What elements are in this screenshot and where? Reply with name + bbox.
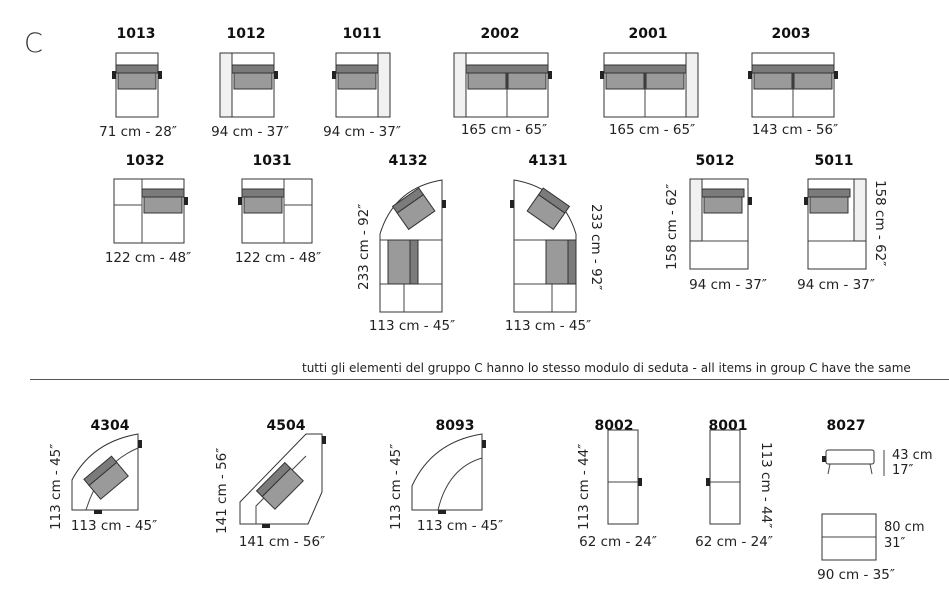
item-code-4132: 4132 xyxy=(388,153,428,169)
item-width-8093: 113 cm - 45″ xyxy=(416,518,504,534)
item-width-2003: 143 cm - 56″ xyxy=(751,122,839,138)
module-1011-drawing xyxy=(332,52,391,118)
item-depth-cm-8027: 80 cm xyxy=(884,520,925,535)
item-code-4304: 4304 xyxy=(90,418,130,434)
group-letter: C xyxy=(24,28,43,59)
module-4304-drawing xyxy=(71,433,142,514)
item-code-2003: 2003 xyxy=(771,26,811,42)
item-width-4304: 113 cm - 45″ xyxy=(70,518,158,534)
item-width-5012: 94 cm - 37″ xyxy=(689,277,767,293)
item-width-2002: 165 cm - 65″ xyxy=(460,122,548,138)
item-width-8002: 62 cm - 24″ xyxy=(579,534,657,550)
item-code-1011: 1011 xyxy=(342,26,382,42)
item-depth-8002: 113 cm - 44″ xyxy=(576,443,592,530)
item-width-2001: 165 cm - 65″ xyxy=(608,122,696,138)
item-height-in-8027: 17″ xyxy=(892,463,914,478)
module-4504-drawing xyxy=(239,433,326,528)
item-code-4131: 4131 xyxy=(528,153,568,169)
module-5012-drawing xyxy=(689,178,752,270)
divider xyxy=(30,379,949,380)
item-depth-4504: 141 cm - 56″ xyxy=(214,447,230,534)
module-1012-drawing xyxy=(219,52,278,118)
module-8027-side-drawing xyxy=(822,449,875,475)
item-depth-in-8027: 31″ xyxy=(884,536,906,551)
module-2003-drawing xyxy=(748,52,838,118)
item-code-1013: 1013 xyxy=(116,26,156,42)
item-depth-5012: 158 cm - 62″ xyxy=(664,183,680,270)
module-4131-drawing xyxy=(510,179,577,313)
item-code-2001: 2001 xyxy=(628,26,668,42)
module-5011-drawing xyxy=(804,178,867,270)
item-code-1012: 1012 xyxy=(226,26,266,42)
module-8027-top-drawing xyxy=(821,513,877,561)
module-8093-drawing xyxy=(411,433,486,514)
item-code-1032: 1032 xyxy=(125,153,165,169)
item-code-8027: 8027 xyxy=(826,418,866,434)
item-width-5011: 94 cm - 37″ xyxy=(797,277,875,293)
group-note: tutti gli elementi del gruppo C hanno lo… xyxy=(302,361,911,375)
item-depth-4132: 233 cm - 92″ xyxy=(356,203,372,290)
height-bracket xyxy=(883,450,885,476)
item-depth-4131: 233 cm - 92″ xyxy=(588,204,604,291)
module-1013-drawing xyxy=(112,52,162,118)
module-2001-drawing xyxy=(600,52,699,118)
item-code-4504: 4504 xyxy=(266,418,306,434)
module-4132-drawing xyxy=(379,179,446,313)
item-width-1012: 94 cm - 37″ xyxy=(211,124,289,140)
item-width-4131: 113 cm - 45″ xyxy=(504,318,592,334)
item-width-4132: 113 cm - 45″ xyxy=(368,318,456,334)
item-width-1013: 71 cm - 28″ xyxy=(99,124,177,140)
item-width-1032: 122 cm - 48″ xyxy=(104,250,192,266)
item-code-5011: 5011 xyxy=(814,153,854,169)
item-width-4504: 141 cm - 56″ xyxy=(238,534,326,550)
module-8001-drawing xyxy=(706,429,741,525)
item-width-1031: 122 cm - 48″ xyxy=(234,250,322,266)
item-width-1011: 94 cm - 37″ xyxy=(323,124,401,140)
module-2002-drawing xyxy=(453,52,552,118)
item-code-2002: 2002 xyxy=(480,26,520,42)
item-code-5012: 5012 xyxy=(695,153,735,169)
item-width-8001: 62 cm - 24″ xyxy=(695,534,773,550)
item-height-cm-8027: 43 cm xyxy=(892,448,933,463)
item-depth-5011: 158 cm - 62″ xyxy=(872,180,888,267)
item-depth-8001: 113 cm - 44″ xyxy=(758,442,774,529)
item-width-8027: 90 cm - 35″ xyxy=(817,567,895,583)
module-1032-drawing xyxy=(113,178,188,244)
module-8002-drawing xyxy=(607,429,642,525)
module-1031-drawing xyxy=(238,178,313,244)
item-code-8093: 8093 xyxy=(435,418,475,434)
item-code-1031: 1031 xyxy=(252,153,292,169)
